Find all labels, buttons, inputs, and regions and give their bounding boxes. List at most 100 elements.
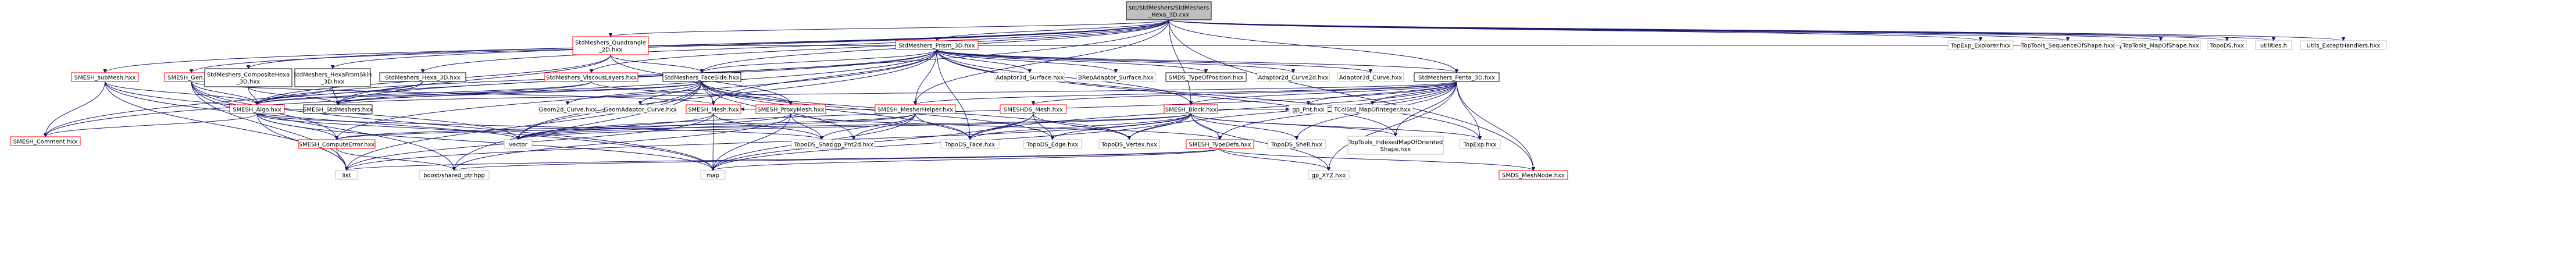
node-box (1498, 170, 1568, 180)
node-smesh-block[interactable]: SMESH_Block.hxx (1164, 104, 1218, 114)
node-topods-shell[interactable]: TopoDS_Shell.hxx (1267, 139, 1326, 149)
edge-penta3d-to-toptools_indexed (1396, 81, 1457, 136)
edge-prism3d-to-adaptor2d_curve2d (936, 49, 1293, 73)
edge-prism3d-to-penta3d (936, 49, 1457, 73)
edge-prism3d-to-topexp (936, 49, 1480, 140)
node-label: list (342, 173, 351, 179)
node-box (1076, 72, 1156, 82)
node-smesh-comment[interactable]: SMESH_Comment.hxx (10, 136, 81, 146)
node-topods-vertex[interactable]: TopoDS_Vertex.hxx (1098, 139, 1160, 149)
node-smesh-submesh[interactable]: SMESH_subMesh.hxx (71, 72, 139, 82)
node-stdmeshers-hxx[interactable]: SMESH_StdMeshers.hxx (303, 104, 373, 114)
edge-root-to-smds_meshnode (1168, 19, 1533, 171)
node-label: TopoDS.hxx (2210, 43, 2244, 49)
edge-penta3d-to-topexp (1456, 81, 1480, 140)
node-box (895, 40, 979, 50)
node-meshds-mesh[interactable]: SMESHDS_Mesh.hxx (1000, 104, 1067, 114)
node-geomadaptor-curve[interactable]: GeomAdaptor_Curve.hxx (604, 104, 677, 114)
node-mesherhelper[interactable]: SMESH_MesherHelper.hxx (875, 104, 956, 114)
node-penta3d[interactable]: StdMeshers_Penta_3D.hxx (1414, 72, 1500, 82)
node-adaptor2d-curve2d[interactable]: Adaptor2d_Curve2d.hxx (1257, 72, 1330, 82)
node-label: Adaptor3d_Surface.hxx (996, 75, 1064, 81)
node-brepadaptor-surface[interactable]: BRepAdaptor_Surface.hxx (1076, 72, 1156, 82)
node-smesh-mesh[interactable]: SMESH_Mesh.hxx (686, 104, 741, 114)
edge-faceside-to-topods_face (701, 81, 970, 140)
node-utils-except[interactable]: Utils_ExceptHandlers.hxx (2300, 40, 2387, 50)
node-label: boost/shared_ptr.hpp (423, 173, 485, 179)
node-prism3d[interactable]: StdMeshers_Prism_3D.hxx (895, 40, 979, 50)
node-box (700, 170, 726, 180)
edge-prism3d-to-smds_typeofposition (936, 49, 1206, 73)
node-topods[interactable]: TopoDS.hxx (2207, 40, 2247, 50)
edge-root-to-utilities (1168, 19, 2274, 41)
node-topexp-explorer[interactable]: TopExp_Explorer.hxx (1947, 40, 2014, 50)
node-geom2d-curve[interactable]: Geom2d_Curve.hxx (538, 104, 597, 114)
node-hexa-from-skin[interactable]: StdMeshers_HexaFromSkin_3D.hxx (294, 68, 372, 87)
node-utilities[interactable]: utilities.h (2255, 40, 2292, 50)
node-box (1347, 136, 1444, 155)
node-label: SMESH_subMesh.hxx (74, 75, 136, 81)
node-smds-meshnode[interactable]: SMDS_MeshNode.hxx (1498, 170, 1568, 180)
edge-root-to-toptools_seq (1168, 19, 2068, 41)
node-label: _3D.hxx (236, 79, 260, 86)
node-gp-pnt2d[interactable]: gp_Pnt2d.hxx (832, 139, 875, 149)
edge-prism3d-to-adaptor3d_surface (936, 49, 1030, 73)
node-label: TopExp_Explorer.hxx (1950, 43, 2011, 49)
node-box (572, 36, 649, 55)
node-label: SMESH_StdMeshers.hxx (303, 107, 373, 114)
node-quadrangle2d[interactable]: StdMeshers_Quadrangle_2D.hxx (572, 36, 649, 55)
node-topods-face[interactable]: TopoDS_Face.hxx (940, 139, 1000, 149)
node-topods-edge[interactable]: TopoDS_Edge.hxx (1023, 139, 1082, 149)
node-box (379, 72, 466, 82)
edge-mesherhelper-to-vector (518, 113, 916, 140)
node-box (1267, 139, 1326, 149)
node-label: Shape.hxx (1380, 147, 1411, 153)
node-box (504, 139, 533, 149)
node-faceside[interactable]: StdMeshers_FaceSide.hxx (662, 72, 741, 82)
node-smesh-algo[interactable]: SMESH_Algo.hxx (229, 104, 285, 114)
node-label: SMESH_MesherHelper.hxx (877, 107, 953, 114)
node-hexa3d-hxx[interactable]: StdMeshers_Hexa_3D.hxx (379, 72, 466, 82)
edge-smesh_block-to-topods_face (970, 113, 1191, 140)
node-list[interactable]: list (335, 170, 358, 180)
edge-smesh_proxymesh-to-topods_shape (790, 113, 822, 140)
node-boost-shared-ptr[interactable]: boost/shared_ptr.hpp (419, 170, 490, 180)
node-toptools-seq[interactable]: TopTools_SequenceOfShape.hxx (2021, 40, 2115, 50)
node-gp-xyz[interactable]: gp_XYZ.hxx (1308, 170, 1350, 180)
node-box (2300, 40, 2387, 50)
node-gp-pnt[interactable]: gp_Pnt.hxx (1289, 104, 1328, 114)
node-tcolstd-map[interactable]: TColStd_MapOfInteger.hxx (1331, 104, 1414, 114)
node-topexp[interactable]: TopExp.hxx (1459, 139, 1501, 149)
edge-smesh_gen-to-smesh_algo (191, 81, 257, 105)
node-viscous-layers[interactable]: StdMeshers_ViscousLayers.hxx (544, 72, 638, 82)
node-box (1331, 104, 1414, 114)
edge-prism3d-to-faceside (702, 49, 937, 73)
node-label: Adaptor2d_Curve2d.hxx (1258, 75, 1329, 81)
node-adaptor3d-curve[interactable]: Adaptor3d_Curve.hxx (1337, 72, 1404, 82)
node-smesh-computeerror[interactable]: SMESH_ComputeError.hxx (298, 139, 376, 149)
node-adaptor3d-surface[interactable]: Adaptor3d_Surface.hxx (994, 72, 1065, 82)
node-map[interactable]: map (700, 170, 726, 180)
node-box (875, 104, 956, 114)
node-smesh-typedefs[interactable]: SMESH_TypeDefs.hxx (1186, 139, 1254, 149)
node-label: SMESH_Mesh.hxx (688, 107, 739, 114)
edge-smesh_algo-to-topods_shape (256, 113, 822, 140)
edge-smesh_typedefs-to-smds_meshnode (1219, 148, 1533, 171)
edge-root-to-composite_hexa (248, 19, 1169, 69)
edge-smesh_block-to-topods_vertex (1129, 113, 1191, 140)
edge-quadrangle2d-to-toptools_map (648, 45, 2121, 46)
node-vector[interactable]: vector (504, 139, 533, 149)
node-box (1098, 139, 1160, 149)
edge-smesh_algo-to-vector (256, 113, 518, 140)
node-label: Adaptor3d_Curve.hxx (1339, 75, 1402, 81)
node-toptools-map[interactable]: TopTools_MapOfShape.hxx (2121, 40, 2201, 50)
node-smds-typeofposition[interactable]: SMDS_TypeOfPosition.hxx (1165, 72, 1247, 82)
edge-penta3d-to-smds_meshnode (1456, 81, 1533, 171)
edge-viscous_layers-to-smesh_proxymesh (591, 81, 791, 105)
node-composite-hexa[interactable]: StdMeshers_CompositeHexa_3D.hxx (204, 68, 292, 87)
node-smesh-proxymesh[interactable]: SMESH_ProxyMesh.hxx (755, 104, 826, 114)
edge-faceside-to-geom2d_curve (568, 81, 702, 105)
edge-smesh_gen-to-list (191, 81, 347, 171)
edge-penta3d-to-stdmeshers_hxx (338, 81, 1457, 105)
